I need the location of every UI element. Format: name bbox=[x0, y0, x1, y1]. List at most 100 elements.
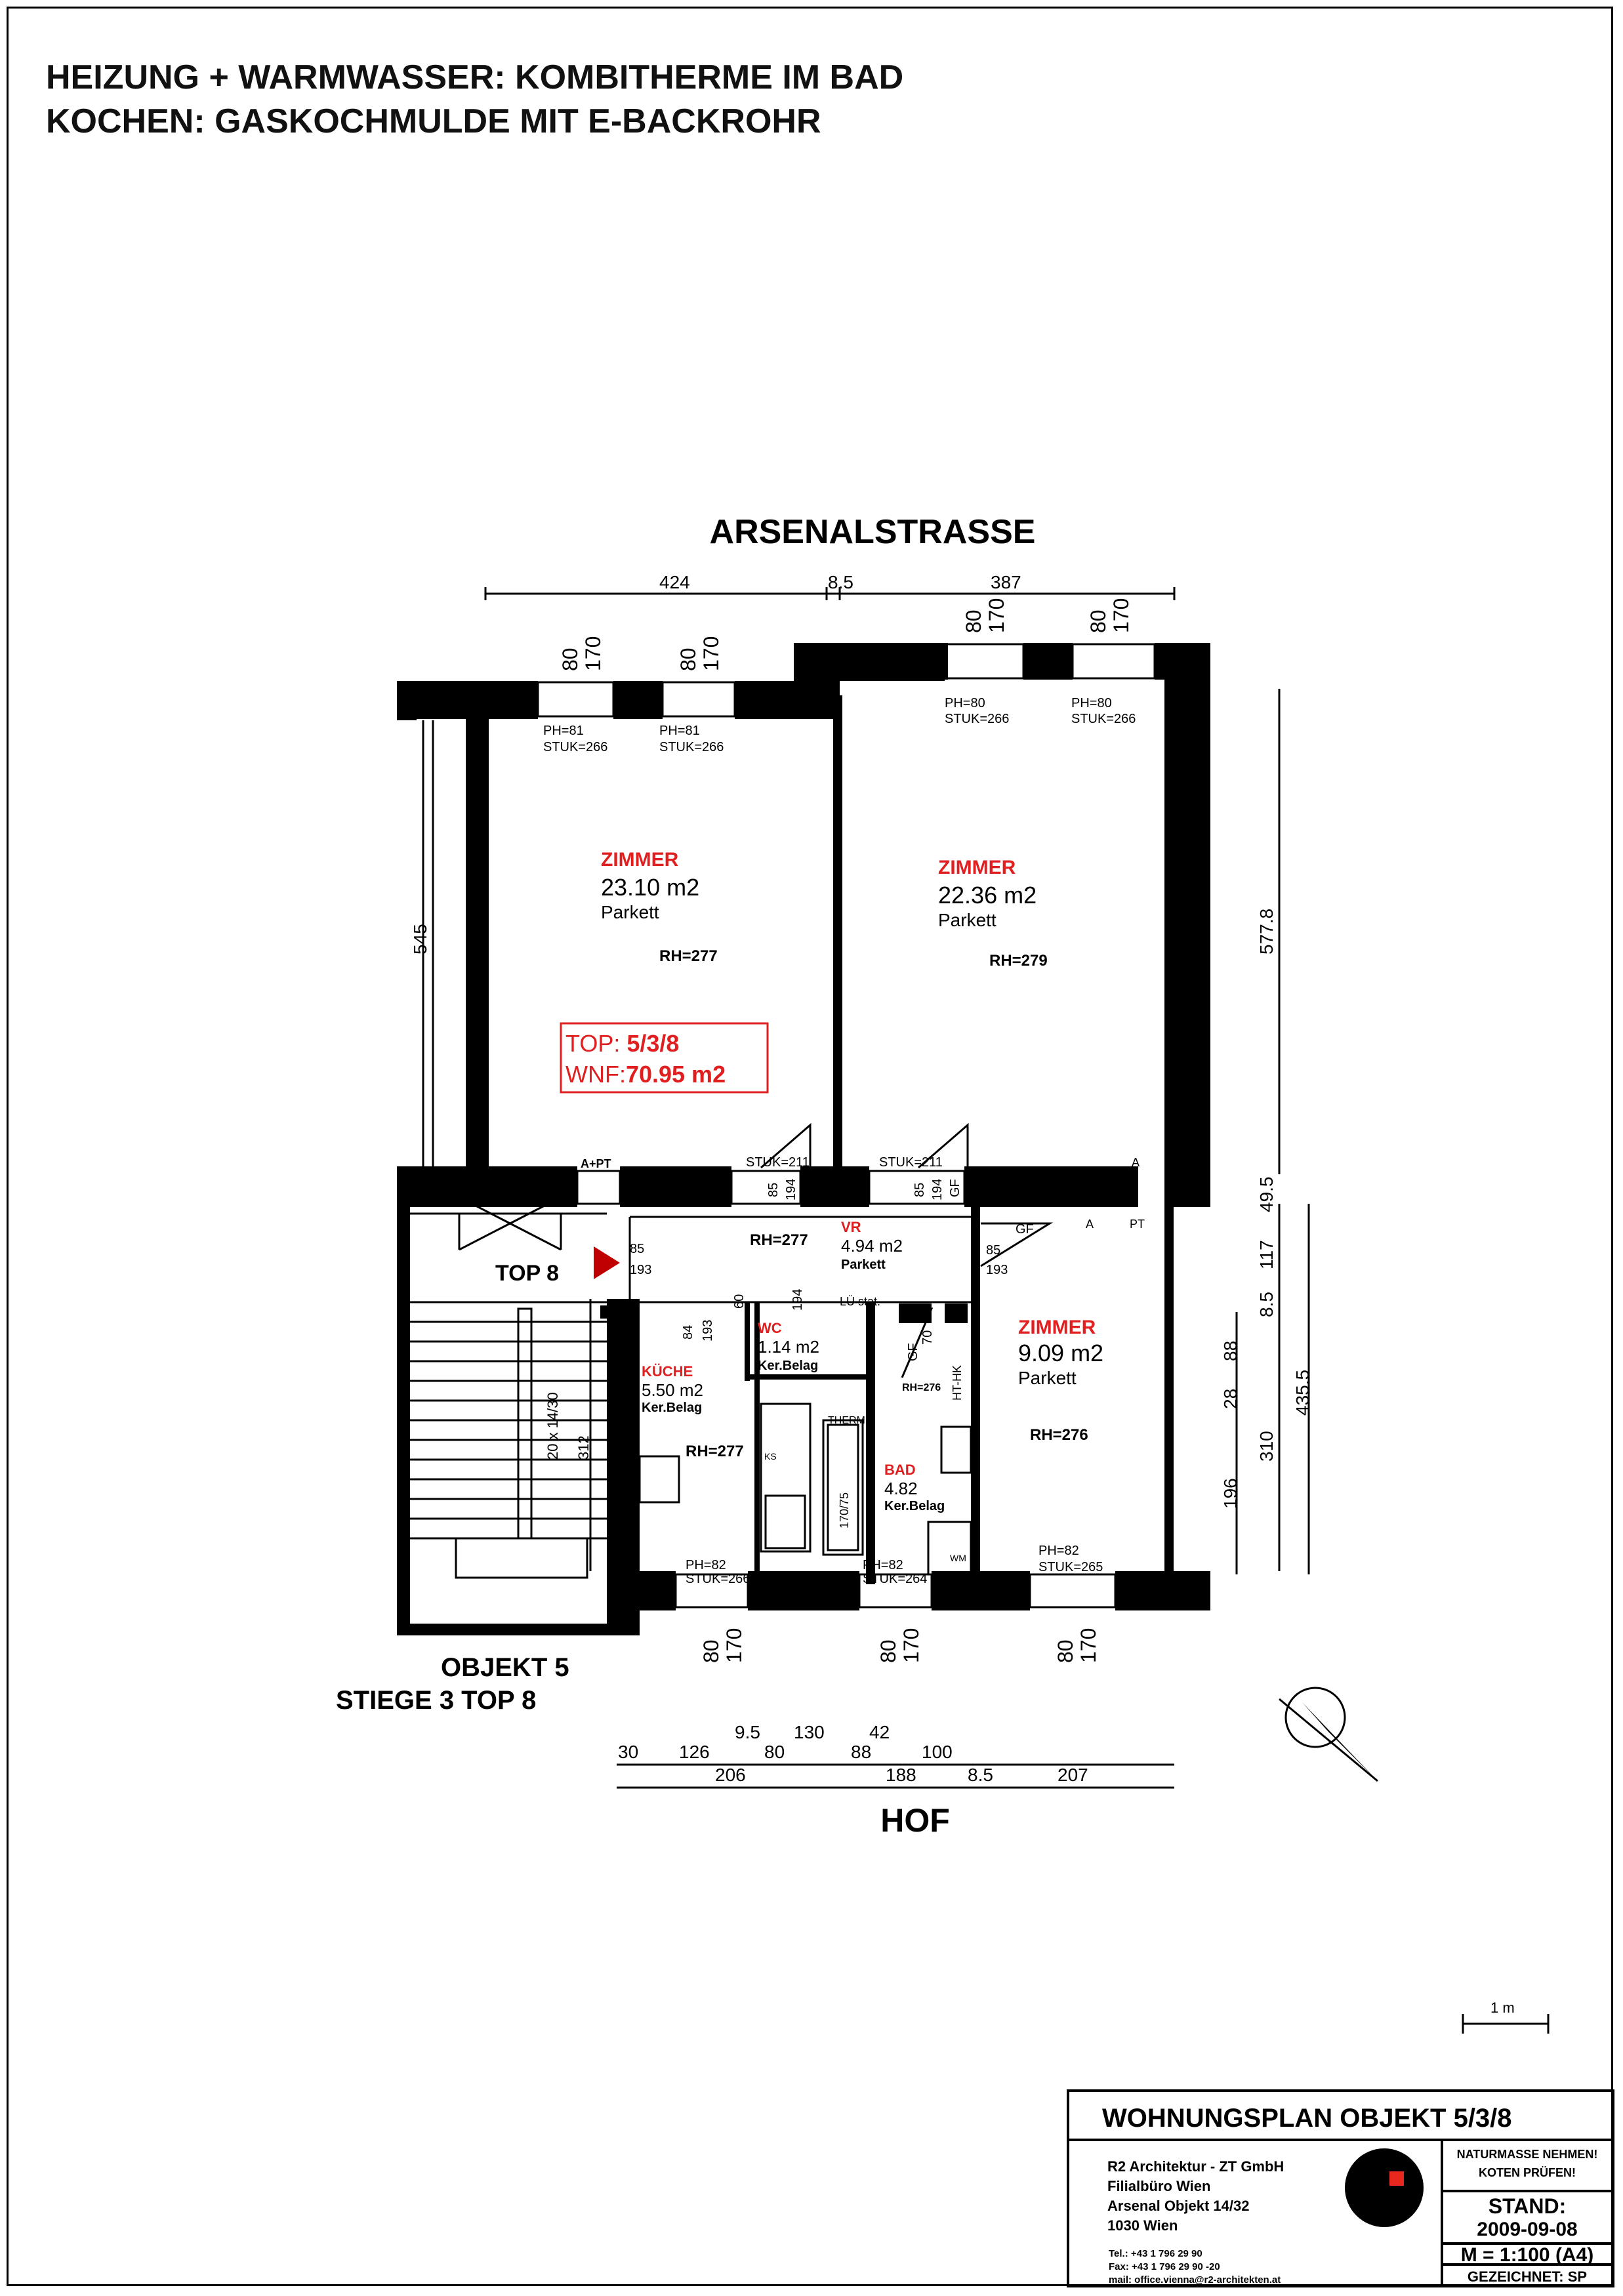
header-heating: HEIZUNG + WARMWASSER: KOMBITHERME IM BAD bbox=[46, 58, 904, 96]
door-height: 194 bbox=[784, 1179, 798, 1200]
drawn-by: GEZEICHNET: SP bbox=[1468, 2268, 1587, 2285]
door-height: 194 bbox=[930, 1179, 945, 1200]
room-zimmer-1: ZIMMER 23.10 m2 Parkett RH=277 bbox=[601, 849, 718, 965]
door-tag: GF bbox=[948, 1179, 962, 1197]
window-stuk: STUK=264 bbox=[863, 1572, 927, 1586]
dim-left: 545 bbox=[410, 924, 430, 954]
a-pt-label: A+PT bbox=[581, 1157, 611, 1170]
wm-label: WM bbox=[950, 1553, 966, 1563]
window-height: 170 bbox=[722, 1628, 746, 1663]
room-area: 4.94 m2 bbox=[841, 1236, 903, 1256]
door-width: 70 bbox=[920, 1330, 935, 1345]
room-floor: Parkett bbox=[938, 910, 996, 930]
door-width: 60 bbox=[732, 1294, 747, 1309]
tel: Tel.: +43 1 796 29 90 bbox=[1109, 2248, 1202, 2259]
room-floor: Parkett bbox=[601, 902, 659, 922]
room-area: 9.09 m2 bbox=[1018, 1340, 1103, 1366]
north-arrow-icon bbox=[1302, 1702, 1378, 1781]
door-width: 85 bbox=[986, 1243, 1000, 1258]
window-width: 80 bbox=[699, 1639, 723, 1663]
stand-label: STAND: bbox=[1489, 2194, 1567, 2218]
window-ph: PH=82 bbox=[1038, 1544, 1079, 1558]
room-height: RH=277 bbox=[686, 1443, 744, 1460]
door-labels: STUK=211 85 194 GF STUK=211 85 194 GF 85… bbox=[630, 1155, 1034, 1361]
thin-lines bbox=[410, 587, 1550, 2034]
door-stuk: STUK=211 bbox=[879, 1155, 943, 1170]
dim-top: 387 bbox=[991, 572, 1021, 592]
room-height: RH=277 bbox=[750, 1231, 808, 1249]
stand-date: 2009-09-08 bbox=[1477, 2219, 1577, 2240]
window-ph-stuk: PH=81 STUK=266 PH=81 STUK=266 PH=80 STUK… bbox=[543, 696, 1136, 1586]
dim-bottom: 100 bbox=[922, 1742, 953, 1762]
window-ph: PH=82 bbox=[686, 1558, 726, 1572]
wnf-label: WNF:70.95 m2 bbox=[565, 1061, 726, 1088]
door-stuk: STUK=211 bbox=[746, 1155, 810, 1170]
room-area: 4.82 bbox=[884, 1479, 918, 1498]
dim-bottom: 207 bbox=[1058, 1765, 1088, 1785]
dim-top: 424 bbox=[659, 572, 690, 592]
door-tag: GF bbox=[1016, 1222, 1034, 1237]
dim-right: 435.5 bbox=[1292, 1370, 1313, 1416]
address-line-1: Arsenal Objekt 14/32 bbox=[1107, 2198, 1249, 2214]
room-name: VR bbox=[841, 1219, 861, 1235]
entry-arrow-icon bbox=[594, 1246, 620, 1279]
door-width: 85 bbox=[766, 1183, 781, 1197]
room-floor: Ker.Belag bbox=[642, 1401, 702, 1415]
door-width: 85 bbox=[913, 1183, 927, 1197]
window-width: 80 bbox=[876, 1639, 900, 1663]
mail: mail: office.vienna@r2-architekten.at bbox=[1109, 2274, 1281, 2286]
window-width: 80 bbox=[1054, 1639, 1077, 1663]
title-block-title: WOHNUNGSPLAN OBJEKT 5/3/8 bbox=[1102, 2104, 1512, 2133]
window-stuk: STUK=266 bbox=[1071, 712, 1136, 726]
room-height: RH=277 bbox=[659, 947, 718, 965]
window-width: 80 bbox=[962, 609, 985, 633]
room-wc: WC 1.14 m2 Ker.Belag bbox=[758, 1320, 819, 1373]
room-name: BAD bbox=[884, 1462, 916, 1478]
room-area: 22.36 m2 bbox=[938, 882, 1037, 909]
a-label: A bbox=[1132, 1156, 1140, 1169]
window-stuk: STUK=265 bbox=[1038, 1560, 1103, 1574]
scale-bar-label: 1 m bbox=[1490, 1999, 1515, 2016]
room-height: RH=279 bbox=[989, 952, 1048, 970]
title-block-contact: Tel.: +43 1 796 29 90 Fax: +43 1 796 29 … bbox=[1109, 2248, 1281, 2286]
bath-size: 170/75 bbox=[838, 1492, 851, 1528]
dim-top: 8.5 bbox=[828, 572, 853, 592]
room-height: RH=276 bbox=[1030, 1426, 1088, 1444]
court-label: HOF bbox=[880, 1802, 950, 1839]
company-logo-mark bbox=[1389, 2171, 1404, 2186]
title-block bbox=[1067, 2089, 1614, 2287]
top-info-box bbox=[560, 1022, 769, 1094]
room-name: ZIMMER bbox=[938, 857, 1016, 878]
pt-label: PT bbox=[1130, 1218, 1145, 1231]
stair-label: STIEGE 3 TOP 8 bbox=[336, 1686, 536, 1715]
door-width: 84 bbox=[681, 1325, 695, 1340]
room-area: 23.10 m2 bbox=[601, 874, 699, 901]
window-width: 80 bbox=[676, 647, 700, 671]
room-floor: Ker.Belag bbox=[884, 1499, 945, 1513]
window-width: 80 bbox=[558, 647, 582, 671]
dim-bottom: 188 bbox=[886, 1765, 916, 1785]
door-tag: GF bbox=[906, 1343, 920, 1361]
dim-bottom: 9.5 bbox=[735, 1722, 760, 1742]
office-name: Filialbüro Wien bbox=[1107, 2178, 1210, 2194]
a-label: A bbox=[1086, 1218, 1094, 1231]
window-height: 170 bbox=[1077, 1628, 1100, 1663]
window-labels: 80 170 80 170 80 170 80 170 80 170 80 17… bbox=[558, 598, 1133, 1663]
window-height: 170 bbox=[1109, 598, 1133, 633]
fax: Fax: +43 1 796 29 90 -20 bbox=[1109, 2261, 1220, 2272]
room-height: RH=276 bbox=[902, 1382, 941, 1393]
window-stuk: STUK=266 bbox=[945, 712, 1009, 726]
stair-dim: 312 bbox=[575, 1435, 592, 1460]
company-logo bbox=[1345, 2148, 1424, 2227]
dim-right: 88 bbox=[1220, 1341, 1241, 1361]
lue-label: LÜ stat. bbox=[840, 1295, 880, 1308]
room-floor: Ker.Belag bbox=[758, 1359, 818, 1373]
window-height: 170 bbox=[899, 1628, 923, 1663]
object-label: OBJEKT 5 bbox=[441, 1653, 569, 1682]
dim-bottom: 30 bbox=[618, 1742, 638, 1762]
note-line-1: NATURMASSE NEHMEN! bbox=[1457, 2148, 1598, 2161]
ht-hk-label: HT-HK bbox=[951, 1365, 964, 1401]
address-line-2: 1030 Wien bbox=[1107, 2217, 1178, 2234]
top-label: TOP: 5/3/8 bbox=[565, 1030, 679, 1057]
room-zimmer-2: ZIMMER 22.36 m2 Parkett RH=279 bbox=[938, 857, 1048, 970]
